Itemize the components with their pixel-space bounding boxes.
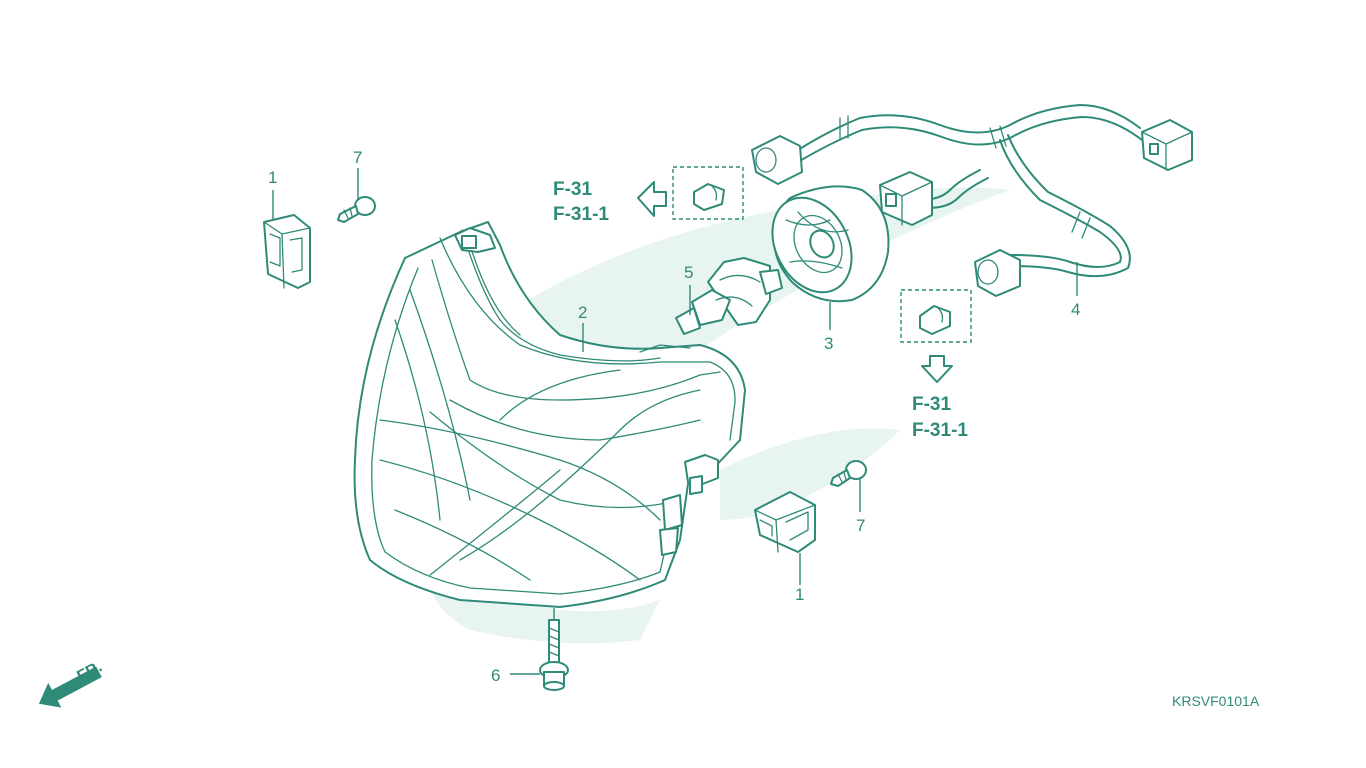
callout-7-upper: 7 xyxy=(353,148,362,167)
callout-6: 6 xyxy=(491,666,500,685)
callout-2: 2 xyxy=(578,303,587,322)
watermark-logo xyxy=(420,187,1010,644)
callout-5: 5 xyxy=(684,263,693,282)
arrow-down-icon xyxy=(921,355,953,383)
bulb-detail-upper xyxy=(672,166,744,220)
harness xyxy=(751,104,1193,297)
headlight-unit xyxy=(353,221,746,608)
ref-upper-1[interactable]: F-31 xyxy=(553,179,593,200)
arrow-left-icon xyxy=(637,181,667,217)
ref-lower-2[interactable]: F-31-1 xyxy=(912,420,968,441)
bulb xyxy=(675,257,783,335)
callout-7-lower: 7 xyxy=(856,516,865,535)
callout-4: 4 xyxy=(1071,300,1080,319)
diagram-code: KRSVF0101A xyxy=(1172,693,1260,709)
ref-lower-1[interactable]: F-31 xyxy=(912,394,952,415)
clip-lower xyxy=(754,491,816,553)
callout-1-upper: 1 xyxy=(268,168,277,187)
bolt xyxy=(539,619,569,691)
dust-cover xyxy=(771,185,890,303)
ref-upper-2[interactable]: F-31-1 xyxy=(553,204,609,225)
front-arrow-icon xyxy=(38,666,102,708)
bulb-detail-lower xyxy=(900,289,972,343)
screw-upper xyxy=(337,196,376,223)
callout-3: 3 xyxy=(824,334,833,353)
callout-1-lower: 1 xyxy=(795,585,804,604)
clip-upper xyxy=(263,214,311,289)
screw-lower xyxy=(830,460,867,487)
